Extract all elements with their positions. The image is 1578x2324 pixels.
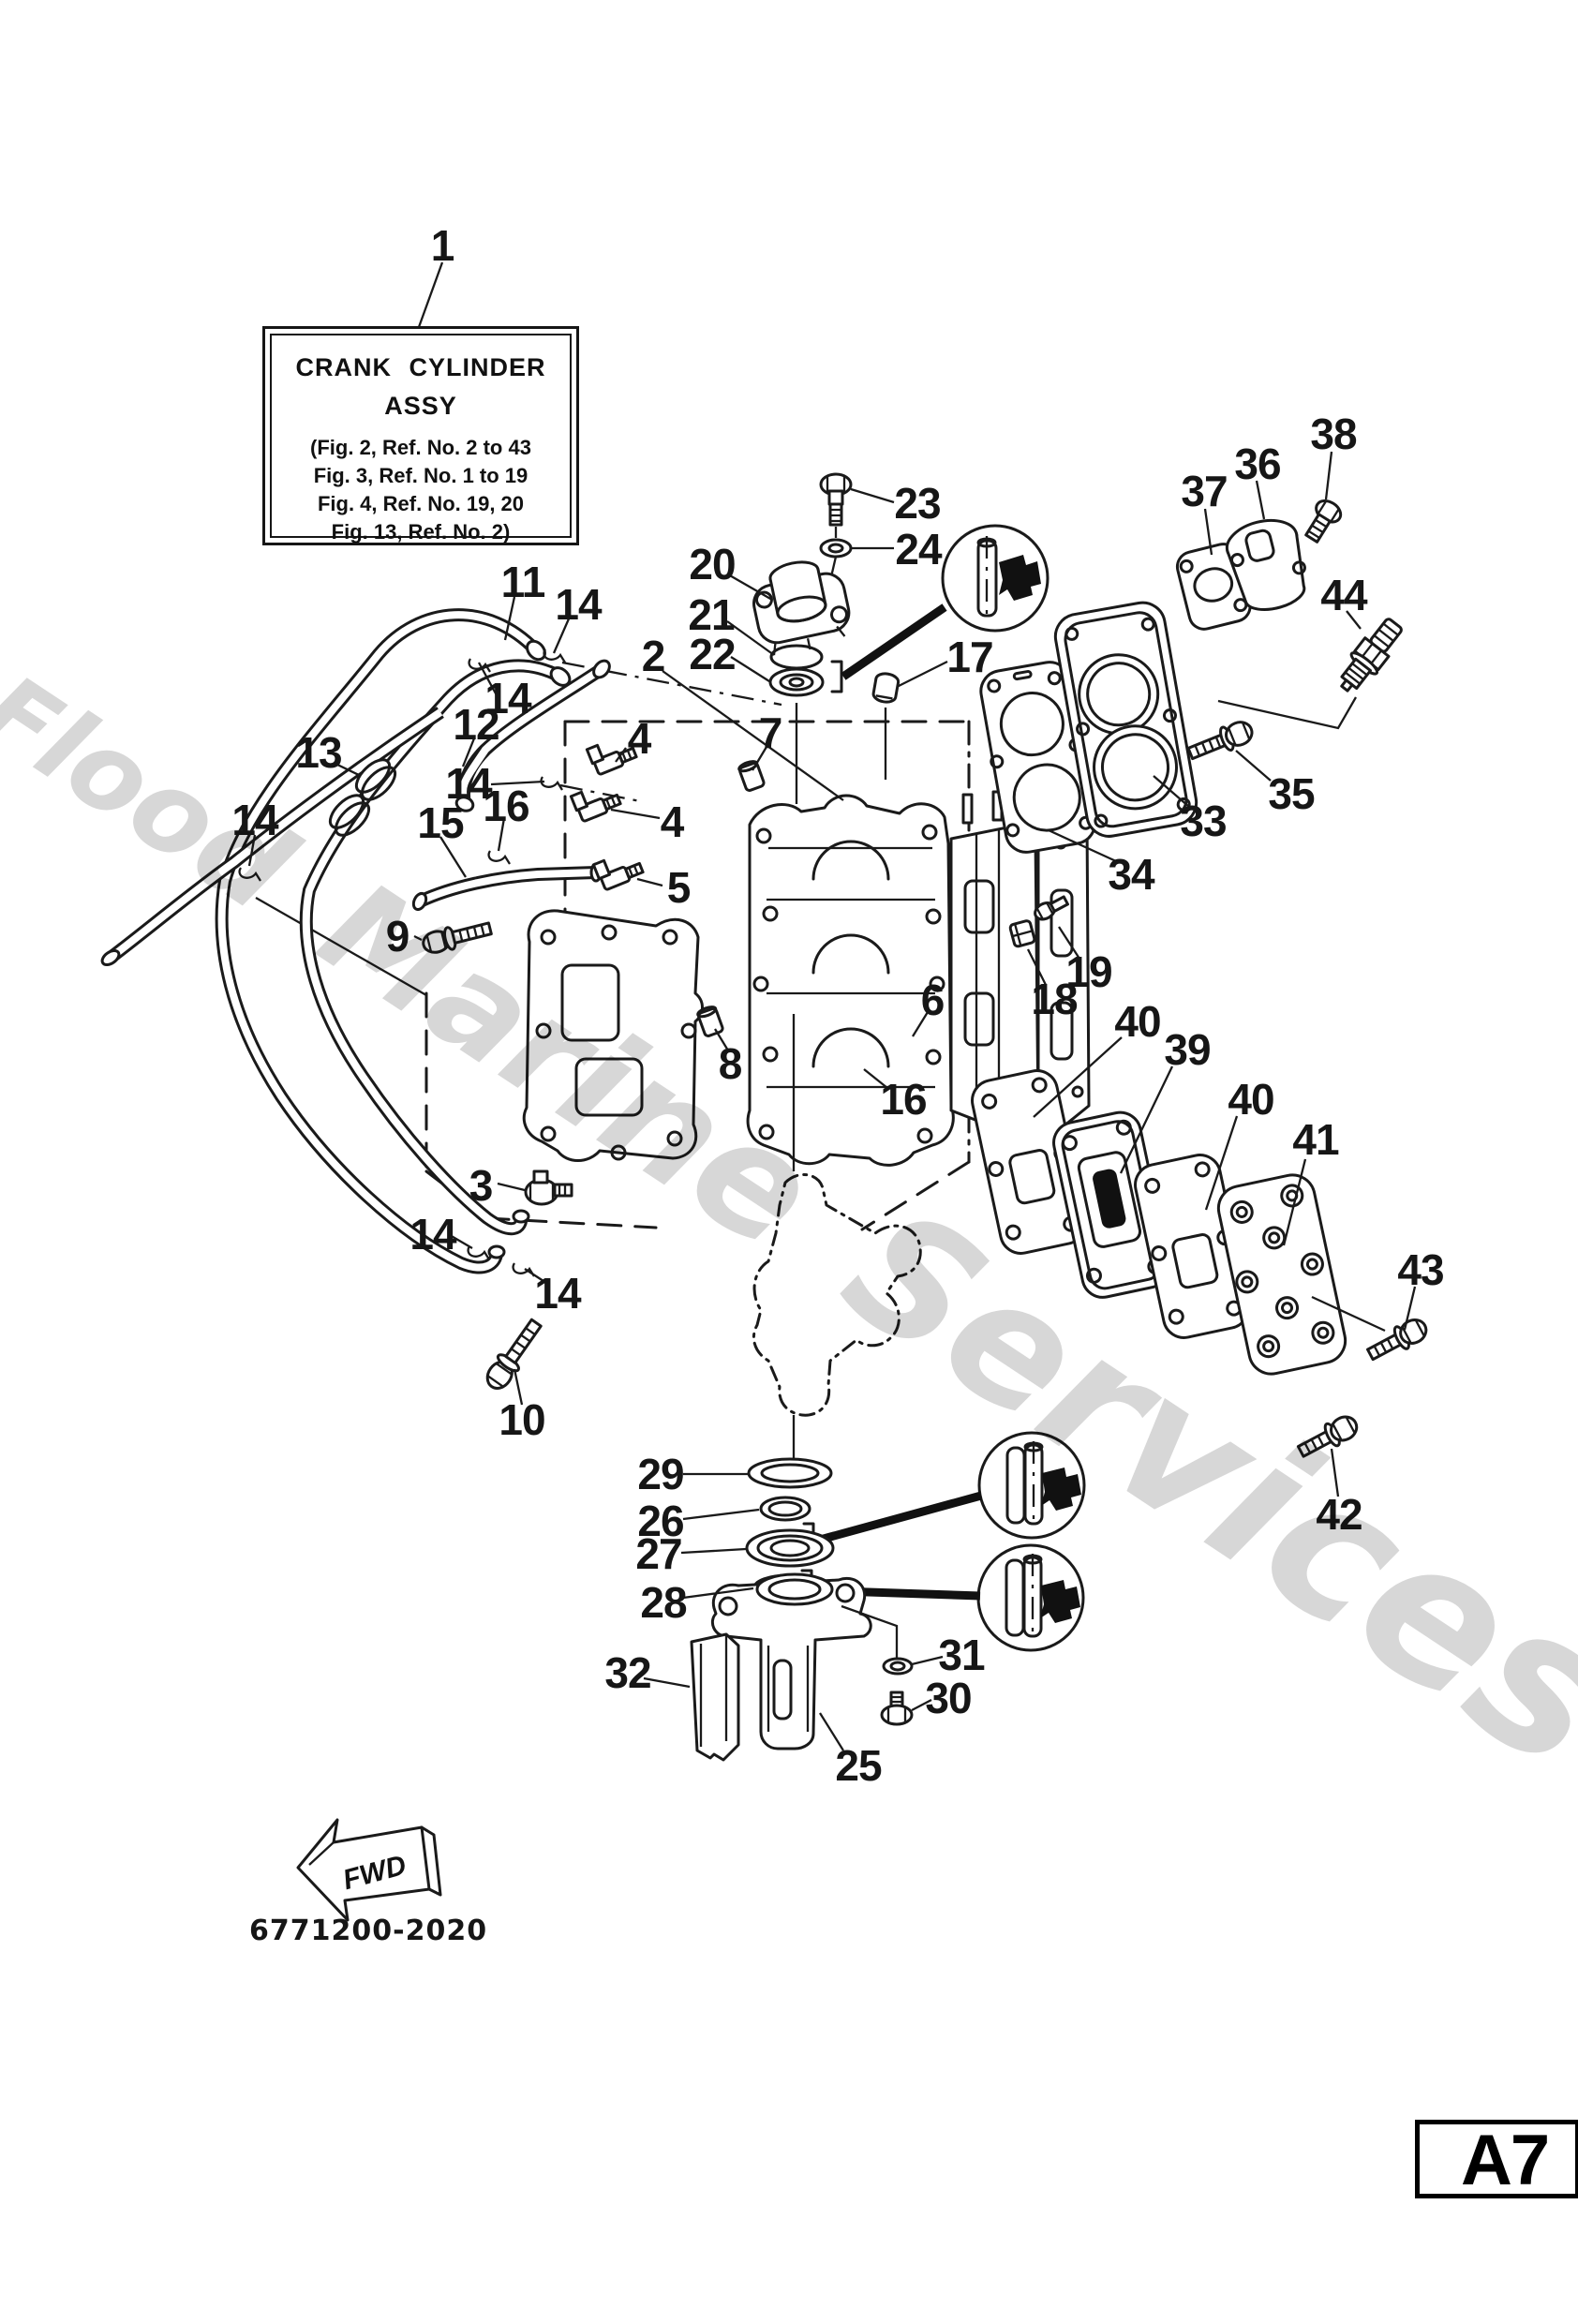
callout-5: 5 <box>666 863 692 912</box>
callout-15: 15 <box>417 798 464 847</box>
callout-26: 26 <box>637 1497 684 1545</box>
callout-8: 8 <box>718 1039 743 1088</box>
cylinder-head <box>1053 601 1198 838</box>
callout-22: 22 <box>689 630 736 678</box>
thermostat-cover <box>1225 518 1306 611</box>
leader-lines <box>247 261 1417 1751</box>
callout-14: 14 <box>445 759 492 808</box>
callout-6: 6 <box>920 976 945 1024</box>
breather-hoses <box>100 608 851 1274</box>
callout-43: 43 <box>1397 1245 1444 1294</box>
callout-14: 14 <box>555 580 602 629</box>
assembly-title-line2: ASSY <box>384 391 457 420</box>
callout-32: 32 <box>604 1648 651 1697</box>
callout-17: 17 <box>946 633 993 681</box>
figure-reference: Fig. 3, Ref. No. 1 to 19 <box>313 463 528 487</box>
detail-leader-27 <box>811 1491 983 1546</box>
callout-14: 14 <box>534 1269 581 1318</box>
callout-31: 31 <box>938 1631 985 1679</box>
title-box-inner: CRANK CYLINDER ASSY (Fig. 2, Ref. No. 2 … <box>270 334 572 544</box>
callout-3: 3 <box>469 1161 494 1210</box>
hose-clamp-rings <box>328 758 397 837</box>
figure-reference: Fig. 4, Ref. No. 19, 20 <box>317 491 525 515</box>
callout-34: 34 <box>1108 850 1154 899</box>
callout-37: 37 <box>1181 467 1228 515</box>
callout-19: 19 <box>1065 947 1112 996</box>
callout-35: 35 <box>1268 769 1315 818</box>
callout-40: 40 <box>1228 1075 1274 1124</box>
blind-plug <box>871 672 901 704</box>
callout-25: 25 <box>835 1741 882 1790</box>
lower-housing <box>690 1572 914 1762</box>
callout-30: 30 <box>925 1674 972 1722</box>
callout-10: 10 <box>499 1395 545 1444</box>
callout-28: 28 <box>640 1578 687 1627</box>
callout-42: 42 <box>1316 1490 1362 1539</box>
callout-14: 14 <box>409 1210 456 1259</box>
magnifier-circle-bottom <box>976 1543 1085 1652</box>
page-code: A7 <box>1461 2121 1550 2198</box>
page-code-box: A7 <box>1415 2120 1578 2198</box>
anode-parts <box>1008 895 1069 948</box>
callout-27: 27 <box>635 1529 682 1578</box>
figure-reference: Fig. 13, Ref. No. 2) <box>331 519 511 544</box>
callout-20: 20 <box>689 540 736 588</box>
plate-bolt-43 <box>1366 1318 1428 1362</box>
drawing-number: 6771200-2020 <box>249 1914 488 1947</box>
callout-36: 36 <box>1234 439 1281 488</box>
callout-18: 18 <box>1031 975 1078 1023</box>
figure-reference: (Fig. 2, Ref. No. 2 to 43 <box>310 436 531 459</box>
spark-plug <box>1340 618 1403 693</box>
callout-1: 1 <box>430 221 455 270</box>
intake-manifold <box>522 909 704 1162</box>
callout-24: 24 <box>895 525 942 574</box>
callout-13: 13 <box>295 728 342 777</box>
title-box: CRANK CYLINDER ASSY (Fig. 2, Ref. No. 2 … <box>262 326 579 545</box>
callout-39: 39 <box>1164 1025 1211 1074</box>
fwd-arrow: FWD <box>296 1818 442 1922</box>
upper-seal-assembly <box>752 472 947 697</box>
guide-panel-32 <box>690 1632 740 1762</box>
callout-14: 14 <box>484 674 531 723</box>
callout-7: 7 <box>758 708 783 757</box>
callout-41: 41 <box>1292 1115 1339 1164</box>
callout-33: 33 <box>1180 797 1227 845</box>
callout-16: 16 <box>880 1075 927 1124</box>
callout-2: 2 <box>641 632 666 680</box>
mount-bolts <box>422 921 543 1390</box>
callout-4: 4 <box>660 797 685 846</box>
callout-14: 14 <box>231 796 278 844</box>
magnifier-circle-mid <box>977 1431 1086 1540</box>
callout-21: 21 <box>688 590 735 639</box>
figure-references: (Fig. 2, Ref. No. 2 to 43 Fig. 3, Ref. N… <box>310 434 531 546</box>
head-bolt <box>1186 721 1254 761</box>
callout-11: 11 <box>500 558 546 606</box>
thermostat-bolt <box>1304 499 1343 544</box>
cylinder-block <box>746 703 1091 1167</box>
mount-plate-41 <box>1216 1173 1347 1376</box>
callout-12: 12 <box>453 700 499 749</box>
callout-38: 38 <box>1310 410 1357 458</box>
callout-44: 44 <box>1320 571 1367 619</box>
callout-40: 40 <box>1114 997 1161 1046</box>
callout-23: 23 <box>894 479 941 528</box>
crankshaft-phantom <box>752 1014 922 1462</box>
callout-29: 29 <box>637 1450 684 1498</box>
plate-bolt-42 <box>1296 1415 1359 1458</box>
magnifier-circle-top <box>941 524 1050 633</box>
callout-9: 9 <box>385 912 410 961</box>
callout-16: 16 <box>483 782 529 830</box>
callout-4: 4 <box>627 714 652 763</box>
assembly-title-line1: CRANK CYLINDER <box>295 353 546 381</box>
